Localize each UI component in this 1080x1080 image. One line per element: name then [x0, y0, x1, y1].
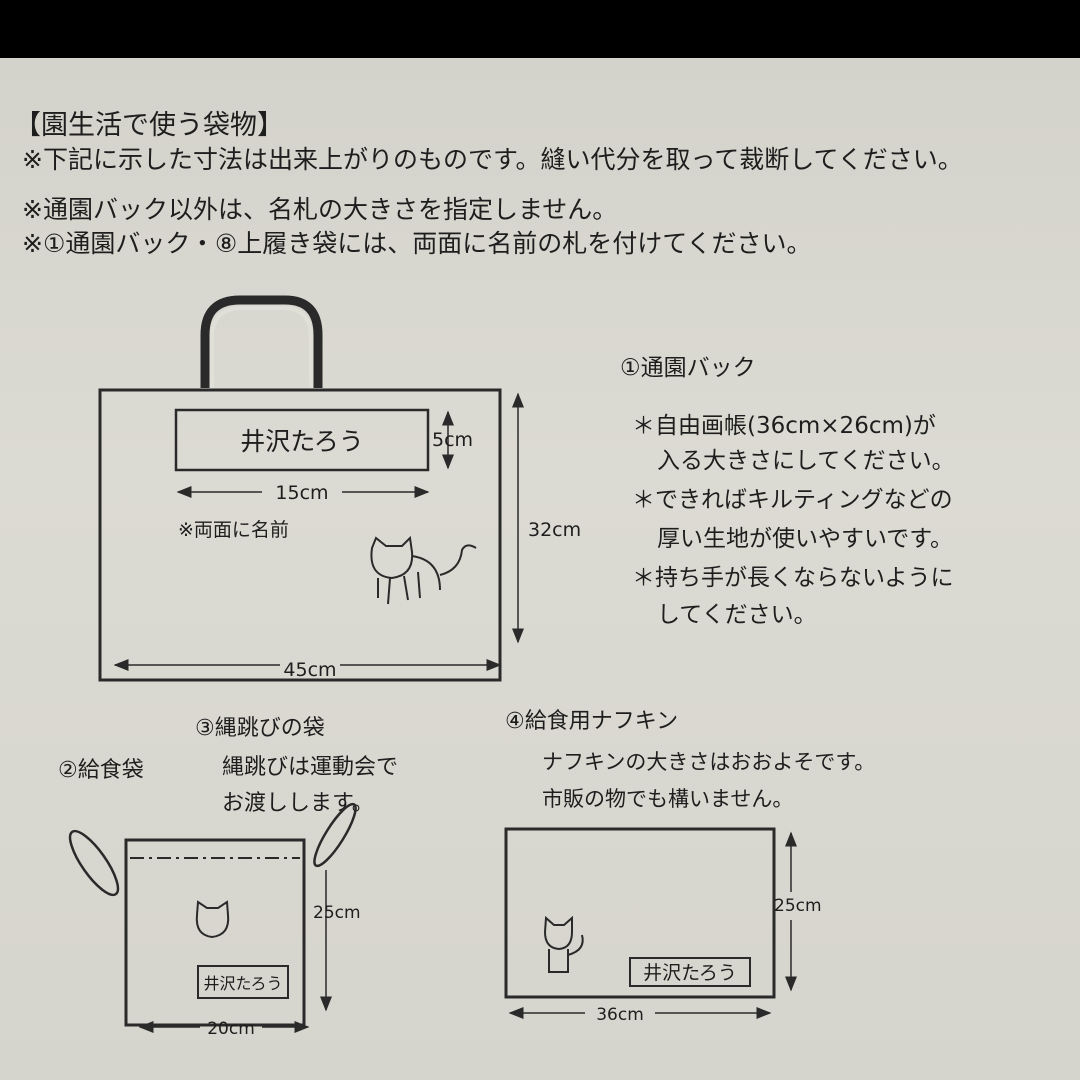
instruction-line: 厚い生地が使いやすいです。 — [657, 526, 953, 552]
napkin-diagram — [504, 827, 797, 1019]
bag2-name-tag: 井沢たろう — [203, 974, 282, 993]
napkin-width-label: 36cm — [596, 1005, 644, 1025]
page-title: 【園生活で使う袋物】 — [14, 110, 284, 141]
instruction-line: ＊自由画帳(36cm×26cm)が — [632, 413, 936, 439]
bag-width-label: 45cm — [283, 659, 336, 681]
instruction-line: してください。 — [657, 602, 817, 628]
note-line: ※①通園バック・⑧上履き袋には、両面に名前の札を付けてください。 — [22, 229, 812, 258]
napkin-heading: ④給食用ナフキン — [505, 709, 678, 734]
name-tag-text: 井沢たろう — [240, 427, 364, 456]
note-line: ※通園バック以外は、名札の大きさを指定しません。 — [22, 195, 617, 224]
cat-illustration — [370, 535, 477, 605]
bag2-heading: ②給食袋 — [58, 758, 144, 783]
document-page — [0, 58, 1080, 1080]
note-line: ※下記に示した寸法は出来上がりのものです。縫い代分を取って裁断してください。 — [22, 145, 963, 174]
tag-height-label: 5cm — [432, 429, 473, 451]
bag2-width-label: 20cm — [207, 1019, 255, 1039]
tag-width-label: 15cm — [275, 482, 328, 504]
both-sides-note: ※両面に名前 — [178, 519, 289, 541]
bag2-height-label: 25cm — [313, 903, 361, 923]
bag-height-label: 32cm — [528, 519, 581, 541]
napkin-line: 市販の物でも構いません。 — [542, 787, 793, 811]
instruction-line: 入る大きさにしてください。 — [657, 448, 955, 474]
cat-illustration — [543, 915, 584, 973]
napkin-height-label: 25cm — [774, 896, 822, 916]
bag3-line: お渡しします。 — [222, 791, 374, 816]
napkin-name-tag: 井沢たろう — [643, 962, 737, 984]
tote-bag-diagram — [98, 295, 524, 682]
bag3-line: 縄跳びは運動会で — [222, 755, 398, 780]
bag1-heading: ①通園バック — [620, 355, 756, 381]
cat-face-illustration — [195, 900, 230, 939]
drawstring-bag-diagram — [68, 802, 357, 1033]
instruction-line: ＊持ち手が長くならないように — [632, 565, 954, 591]
napkin-line: ナフキンの大きさはおおよそです。 — [542, 750, 875, 774]
bag3-heading: ③縄跳びの袋 — [195, 716, 325, 741]
instruction-line: ＊できればキルティングなどの — [632, 487, 953, 513]
